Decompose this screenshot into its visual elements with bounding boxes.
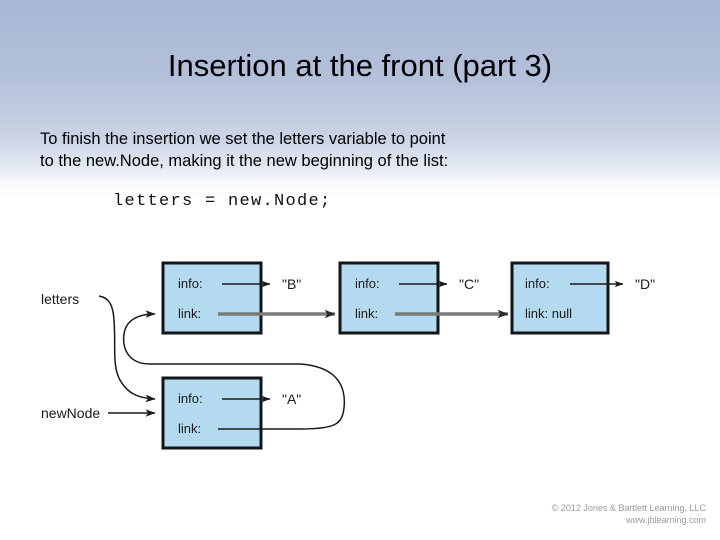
- copyright-text: © 2012 Jones & Bartlett Learning, LLC: [551, 503, 706, 513]
- node-c-info-value: "C": [459, 276, 479, 292]
- node-d-info-value: "D": [635, 276, 655, 292]
- node-c-info-label: info:: [355, 276, 380, 291]
- node-a-info-label: info:: [178, 391, 203, 406]
- letters-pointer-label: letters: [41, 291, 79, 307]
- node-b-info-label: info:: [178, 276, 203, 291]
- body-text: To finish the insertion we set the lette…: [40, 128, 660, 172]
- footer: © 2012 Jones & Bartlett Learning, LLC ww…: [552, 502, 706, 526]
- body-text-line-2: to the new.Node, making it the new begin…: [40, 152, 449, 170]
- node-d-link-label: link: null: [525, 306, 572, 321]
- code-snippet: letters = new.Node;: [113, 192, 332, 211]
- website-text: www.jblearning.com: [625, 515, 706, 525]
- node-b-box: [161, 261, 263, 335]
- node-c: info: link: "C": [338, 261, 509, 335]
- newnode-link-curve: [122, 310, 346, 430]
- node-c-link-label: link:: [355, 306, 378, 321]
- node-a: info: link: "A": [161, 376, 301, 450]
- node-c-box: [338, 261, 440, 335]
- node-b-link-label: link:: [178, 306, 201, 321]
- node-a-info-value: "A": [282, 391, 301, 407]
- linked-list-svg: info: link: "B" info: link: "C" info: li…: [41, 261, 655, 450]
- node-b: info: link: "B": [161, 261, 336, 335]
- body-text-line-1: To finish the insertion we set the lette…: [40, 130, 446, 148]
- page-title: Insertion at the front (part 3): [167, 48, 553, 83]
- linked-list-diagram: info: link: "B" info: link: "C" info: li…: [0, 248, 720, 468]
- node-d: info: link: null "D": [510, 261, 655, 335]
- newnode-pointer-label: newNode: [41, 405, 100, 421]
- node-d-box: [510, 261, 610, 335]
- node-b-info-value: "B": [282, 276, 301, 292]
- letters-pointer-arrow: [98, 295, 156, 403]
- node-d-info-label: info:: [525, 276, 550, 291]
- node-a-box: [161, 376, 263, 450]
- node-a-link-label: link:: [178, 421, 201, 436]
